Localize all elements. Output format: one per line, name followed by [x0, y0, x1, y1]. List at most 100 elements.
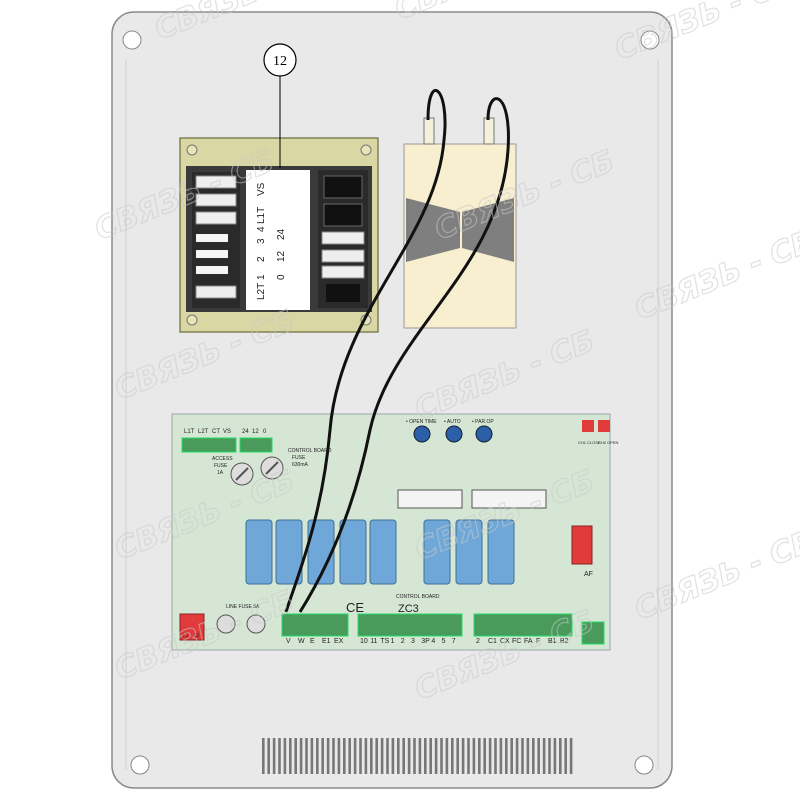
transformer-label-vs: VS: [256, 182, 267, 196]
grille-slot: [456, 738, 459, 774]
grille-slot: [348, 738, 351, 774]
grille-slot: [391, 738, 395, 774]
transformer: L2T L1T VS 1 2 3 4 0 12 24: [179, 137, 379, 333]
grille-slot: [386, 738, 389, 774]
fuse-control: CONTROL BOARD FUSE 630mA: [260, 448, 332, 480]
dip-switch-1[interactable]: [397, 489, 463, 509]
grille-slot: [521, 738, 524, 774]
terminal-12: 12: [252, 429, 259, 435]
grille-slot: [526, 738, 530, 774]
grille-slot: [494, 738, 497, 774]
relay: [369, 519, 397, 585]
grille-slot: [370, 738, 373, 774]
terminal-0: 0: [263, 429, 267, 435]
mount-hole-top-right: [640, 30, 660, 50]
fuse-access-label-3: 1A: [217, 470, 224, 476]
grille-slot: [488, 738, 492, 774]
enclosure: [111, 11, 673, 789]
grille-slot: [283, 738, 287, 774]
aux-terminal: [581, 621, 605, 645]
transformer-scale-3: 3: [256, 238, 267, 244]
fuse-access: ACCESS FUSE 1A: [212, 456, 254, 486]
transformer-scale-4: 4: [256, 226, 267, 232]
terminal-block-1-label-6: 3P: [421, 638, 430, 645]
connector-af: AF: [571, 525, 593, 578]
fuse-control-label-3: 630mA: [292, 462, 309, 468]
relays: [245, 519, 515, 585]
top-terminal-block: L1T L2T CT VS 24 12 0: [181, 429, 273, 453]
transformer-label-l2t: L2T: [256, 283, 267, 300]
terminal-block-2-label-6: B1: [548, 638, 557, 645]
relay: [423, 519, 451, 585]
grille-slot: [272, 738, 276, 774]
grille-slot: [380, 738, 384, 774]
relay: [339, 519, 367, 585]
terminal-ct: CT: [212, 429, 220, 435]
power-terminal: L1 L2: [179, 613, 205, 641]
terminal-block-2-label-7: B2: [560, 638, 569, 645]
terminal-block-1-label-5: 3: [411, 638, 415, 645]
relay: [487, 519, 515, 585]
terminal-block-2-label-2: CX: [500, 638, 510, 645]
grille-slot: [407, 738, 411, 774]
terminal-block-2-label-3: FC: [512, 638, 521, 645]
watermark-text: СВЯЗЬ - СБ: [610, 0, 800, 67]
grille-slot: [478, 738, 481, 774]
terminal-block-1-label-0: 10: [360, 638, 368, 645]
trimmer-open-time[interactable]: [413, 425, 431, 443]
grille-slot: [402, 738, 405, 774]
grille-slot: [510, 738, 513, 774]
grille-slot: [505, 738, 508, 774]
trimmer-auto[interactable]: [445, 425, 463, 443]
grille-slot: [289, 738, 292, 774]
motor-terminal-label-3: E1: [322, 638, 331, 645]
relay: [307, 519, 335, 585]
grille-slot: [564, 738, 567, 774]
fuse-control-label-1: CONTROL BOARD: [288, 448, 332, 454]
grille-slot: [429, 738, 432, 774]
mount-hole-bottom-left: [130, 755, 150, 775]
ventilation-grille: [262, 738, 573, 774]
grille-slot: [472, 738, 476, 774]
grille-slot: [305, 738, 308, 774]
trimmer-par-op[interactable]: [475, 425, 493, 443]
motor-terminal-label-0: V: [286, 638, 291, 645]
grille-slot: [515, 738, 519, 774]
terminal-l1t: L1T: [184, 429, 195, 435]
grille-slot: [337, 738, 341, 774]
grille-slot: [299, 738, 303, 774]
grille-slot: [548, 738, 551, 774]
terminal-l2t: L2T: [198, 429, 209, 435]
fuse-control-label-2: FUSE: [292, 455, 306, 461]
grille-slot: [310, 738, 314, 774]
trimmer-auto-label: • AUTO: [444, 419, 461, 425]
fuse-line-label: LINE FUSE 5A: [226, 604, 260, 610]
terminal-block-1-label-4: 2: [401, 638, 405, 645]
grille-slot: [353, 738, 357, 774]
grille-slot: [278, 738, 281, 774]
fuse-line: LINE FUSE 5A: [216, 604, 266, 634]
transformer-scale-24: 24: [276, 228, 287, 240]
transformer-scale-2: 2: [256, 256, 267, 262]
grille-slot: [559, 738, 562, 774]
mount-hole-top-left: [122, 30, 142, 50]
motor-terminal-label-4: EX: [334, 638, 344, 645]
grille-slot: [262, 738, 265, 774]
terminal-block-1-label-7: 4: [431, 638, 435, 645]
terminal-block-1-label-9: 7: [452, 638, 456, 645]
terminal-block-1-label-8: 5: [442, 638, 446, 645]
board-model: ZC3: [398, 603, 419, 615]
fuse-access-label-1: ACCESS: [212, 456, 233, 462]
transformer-scale-1: 1: [256, 274, 267, 280]
transformer-scale-0: 0: [276, 274, 287, 280]
leds: CH1 CLOSE CH2 OPEN: [578, 420, 619, 445]
grille-slot: [483, 738, 486, 774]
dip-switch-2[interactable]: [471, 489, 547, 509]
terminal-block-1-label-2: TS: [380, 638, 389, 645]
terminal-block-2-label-0: 2: [476, 638, 480, 645]
motor-terminal-label-1: W: [298, 638, 305, 645]
terminal-block-1-label-1: 11: [370, 638, 377, 645]
grille-slot: [413, 738, 416, 774]
